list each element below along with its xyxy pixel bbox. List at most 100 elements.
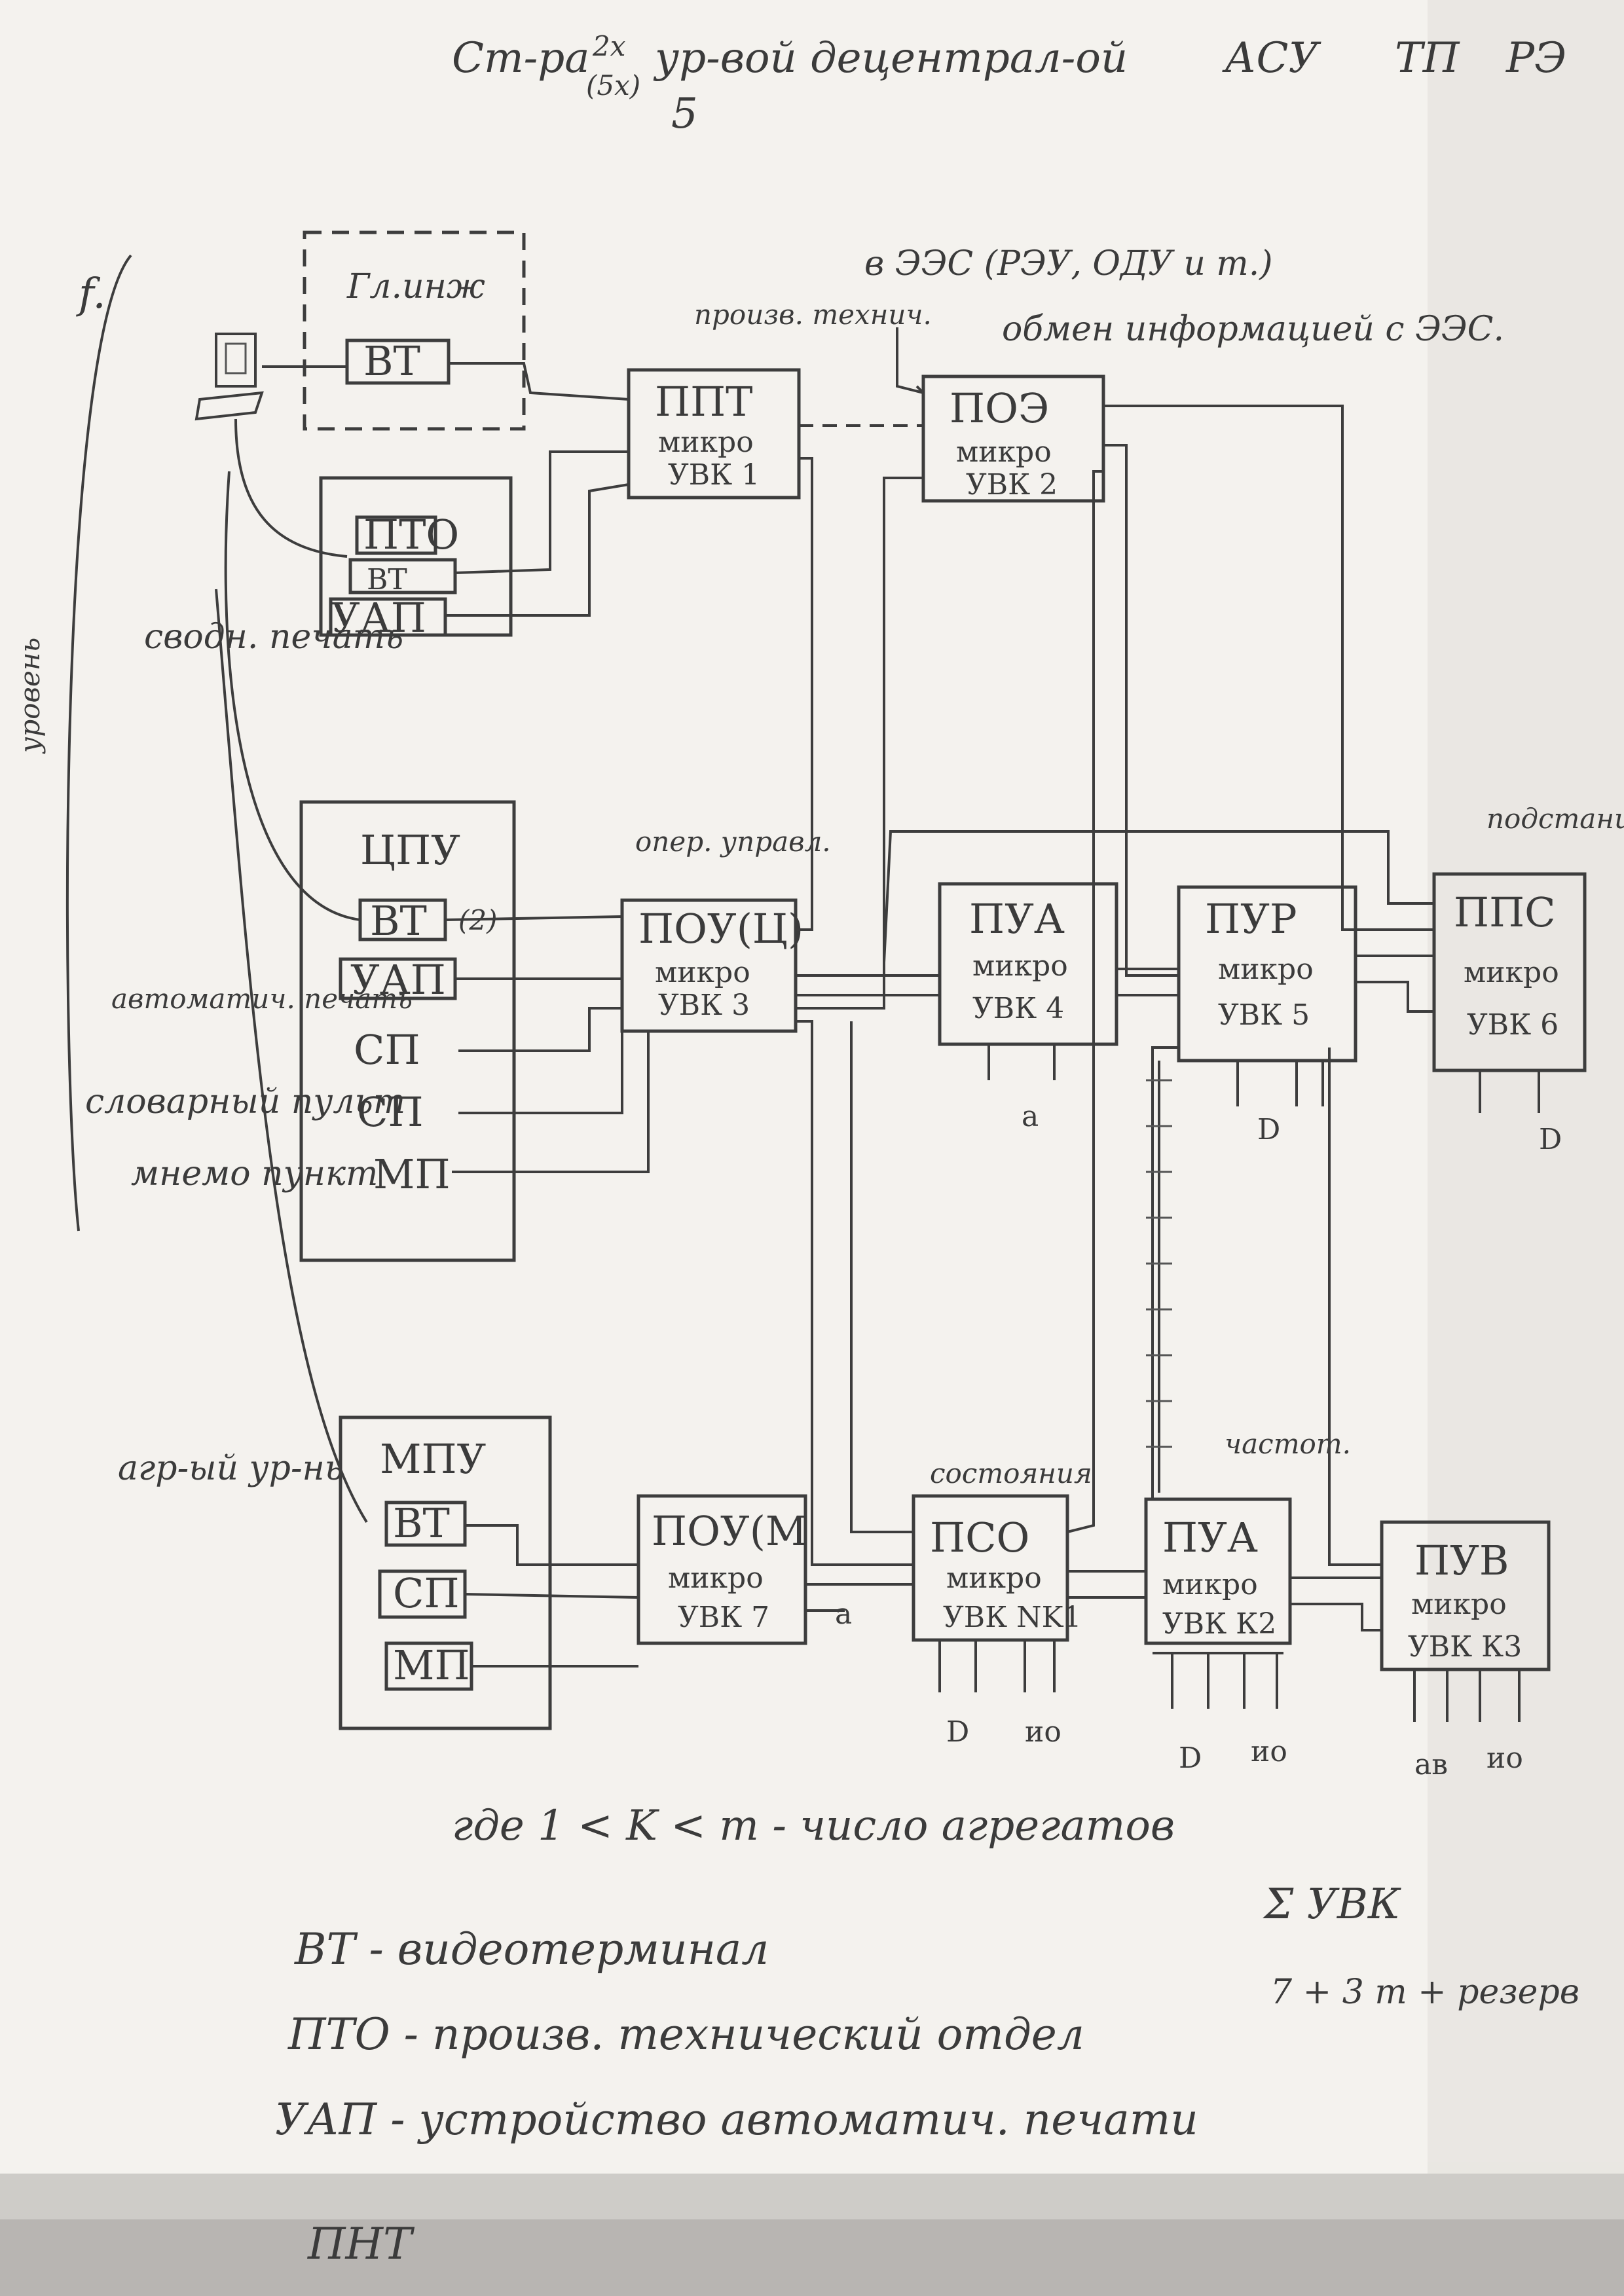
- ppt-title: ППТ: [655, 378, 753, 426]
- note-sum: Σ УВК: [1263, 1880, 1401, 1929]
- footer-smudge: ПНТ: [307, 2219, 415, 2269]
- pur-io: D: [1257, 1113, 1280, 1146]
- pua-line2: УВК 4: [972, 992, 1064, 1025]
- margin-note: уровень: [14, 638, 46, 754]
- title-fraction-den: (5x): [586, 69, 640, 101]
- poe-title: ПОЭ: [950, 384, 1049, 432]
- pps-line1: микро: [1464, 956, 1559, 989]
- label-svodka: сводн. печать: [144, 617, 403, 657]
- connections: [445, 327, 1434, 1667]
- f-mark: f.: [76, 270, 106, 318]
- note-k-range: где 1 < K < m - число агрегатов: [452, 1802, 1175, 1850]
- title-part-e: РЭ: [1505, 34, 1566, 82]
- block-poum: ПОУ(М микро УВК 7 а: [637, 1494, 852, 1645]
- pua2-line1: микро: [1162, 1568, 1258, 1601]
- label-mnemo: мнемо пункт: [131, 1154, 378, 1194]
- pto-vt: ВТ: [367, 563, 407, 596]
- poum-title: ПОУ(М: [652, 1507, 807, 1555]
- title-subscript: 5: [671, 90, 698, 138]
- terminal-to-vt3: [224, 471, 361, 921]
- puv-io-a: ав: [1414, 1748, 1448, 1781]
- mpu-vt: ВТ: [393, 1499, 450, 1547]
- pua-line1: микро: [972, 949, 1068, 983]
- mpu-title: МПУ: [380, 1435, 487, 1483]
- legend-item-vt: ВТ - видеотерминал: [294, 1924, 769, 1975]
- pto-uap: УАП: [331, 594, 426, 642]
- block-pou: опер. управл. ПОУ(Ц) микро УВК 3: [620, 826, 831, 1033]
- poe-line2: УВК 2: [966, 468, 1058, 501]
- pso-title: ПСО: [930, 1514, 1029, 1561]
- pso-line2: УВК NK1: [943, 1601, 1082, 1634]
- block-puv: ПУВ микро УВК К3 ав ио: [1380, 1520, 1551, 1781]
- pua2-io-b: ио: [1251, 1735, 1287, 1768]
- cpu-sp1: СП: [354, 1026, 420, 1074]
- block-pso: состояния ПСО микро УВК NK1 D ио: [912, 1457, 1092, 1749]
- title-part-d: ТП: [1395, 34, 1460, 82]
- puv-line2: УВК К3: [1408, 1630, 1522, 1664]
- title-part-a: Ст-ра: [452, 34, 589, 82]
- puv-line1: микро: [1411, 1588, 1507, 1621]
- ppt-line2: УВК 1: [668, 458, 760, 492]
- legend-item-uap: УАП - устройство автоматич. печати: [275, 2094, 1198, 2145]
- puv-title: ПУВ: [1414, 1537, 1509, 1584]
- ppt-caption: произв. технич.: [694, 299, 932, 331]
- pso-io-b: ио: [1025, 1715, 1061, 1749]
- terminal-icon: [194, 333, 264, 421]
- poum-line1: микро: [668, 1561, 764, 1595]
- block-ppt: произв. технич. ППТ микро УВК 1: [627, 299, 932, 500]
- block-pua2: частот. ПУА микро УВК К2 D ио: [1144, 1428, 1351, 1775]
- pou-line1: микро: [655, 956, 750, 989]
- pua2-io-a: D: [1179, 1741, 1202, 1775]
- group-glmnt-title: Гл.инж: [346, 267, 485, 306]
- legend-item-pto: ПТО - произв. технический отдел: [287, 2009, 1084, 2060]
- block-pps: подстанции ППС микро УВК 6 D: [1432, 803, 1624, 1156]
- pps-line2: УВК 6: [1467, 1008, 1559, 1042]
- pou-line2: УВК 3: [658, 989, 750, 1022]
- cpu-vt: ВТ: [370, 897, 427, 945]
- note-to-es: в ЭЭС (РЭУ, ОДУ и т.): [864, 244, 1273, 283]
- pua2-title: ПУА: [1162, 1514, 1258, 1561]
- block-pua: ПУА микро УВК 4 а: [938, 882, 1118, 1133]
- label-slovar: словарный пульт: [85, 1082, 405, 1121]
- note-sum-value: 7 + 3 m + резерв: [1270, 1973, 1579, 2012]
- cpu-title: ЦПУ: [360, 826, 460, 874]
- note-exchange: обмен информацией с ЭЭС.: [1002, 310, 1504, 349]
- cpu-sp2: СП: [357, 1088, 424, 1136]
- group-pto: ПТО ВТ УАП: [319, 476, 513, 642]
- terminal-to-vt2: [234, 418, 348, 558]
- left-bracket: [65, 254, 132, 1231]
- puv-io-b: ио: [1486, 1741, 1523, 1775]
- poum-line2: УВК 7: [678, 1601, 769, 1634]
- poe-line1: микро: [956, 435, 1052, 469]
- pua-title: ПУА: [969, 895, 1065, 943]
- pua2-caption: частот.: [1225, 1428, 1351, 1460]
- page-title: Ст-ра 2x (5x) ур-вой децентрал-ой АСУ ТП…: [452, 30, 1566, 138]
- poum-io: а: [835, 1597, 852, 1631]
- glmnt-vt: ВТ: [363, 337, 420, 385]
- group-glmnt: Гл.инж ВТ: [303, 230, 526, 431]
- terminal-to-vt4: [215, 589, 368, 1523]
- cpu-mp: МП: [373, 1150, 451, 1198]
- group-mpu: МПУ ВТ СП МП: [339, 1415, 552, 1730]
- pso-line1: микро: [946, 1561, 1042, 1595]
- pur-line1: микро: [1218, 953, 1314, 986]
- ppt-line1: микро: [658, 426, 754, 459]
- pps-io: D: [1539, 1123, 1562, 1156]
- pso-io-a: D: [946, 1715, 969, 1749]
- block-poe: ПОЭ микро УВК 2: [921, 374, 1105, 503]
- mpu-sp: СП: [393, 1569, 460, 1617]
- pua-io: а: [1022, 1100, 1039, 1133]
- pur-title: ПУР: [1205, 895, 1297, 943]
- title-part-b: ур-вой децентрал-ой: [653, 34, 1128, 82]
- block-pur: ПУР микро УВК 5 D: [1177, 885, 1357, 1146]
- pso-caption: состояния: [930, 1457, 1092, 1489]
- legend: ВТ - видеотерминал ПТО - произв. техниче…: [275, 1924, 1198, 2145]
- cpu-uap: УАП: [350, 956, 446, 1004]
- pou-title: ПОУ(Ц): [638, 905, 803, 953]
- pps-caption: подстанции: [1486, 803, 1624, 835]
- pps-title: ППС: [1454, 888, 1556, 936]
- pur-line2: УВК 5: [1218, 998, 1310, 1032]
- title-fraction-num: 2x: [592, 30, 626, 62]
